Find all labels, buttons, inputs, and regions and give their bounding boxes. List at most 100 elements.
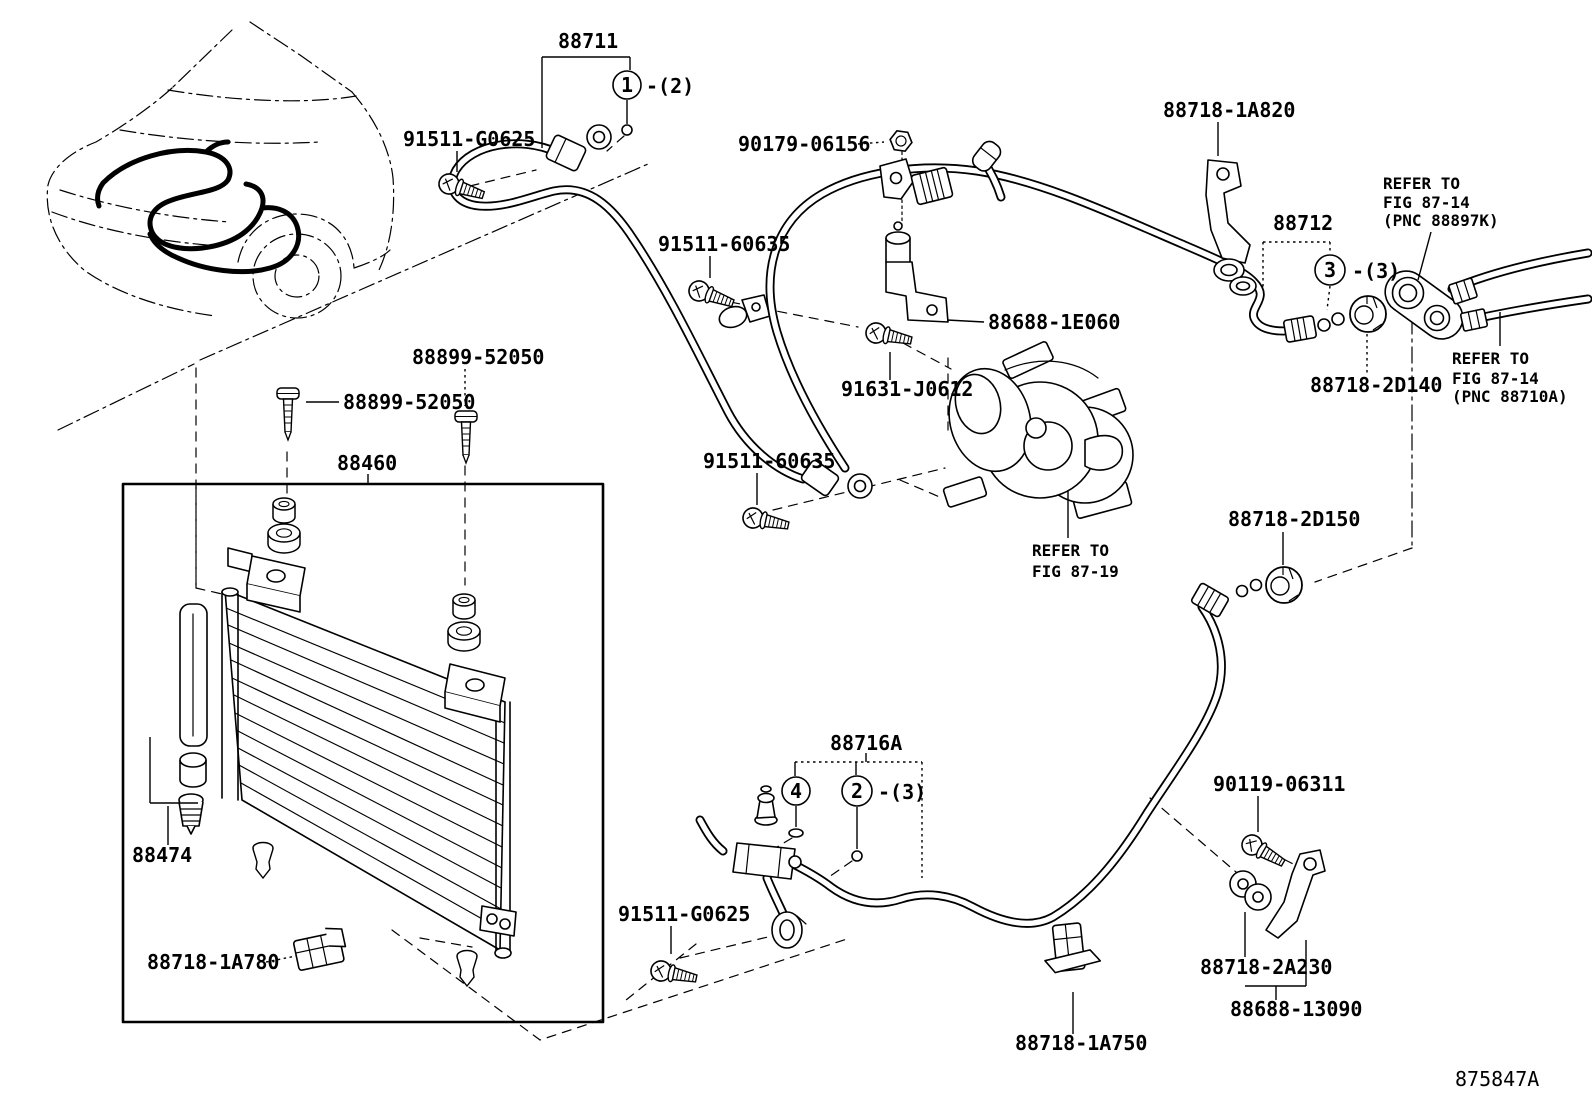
bolt-90119-06311 [1237, 830, 1289, 873]
cushion-cap-left [272, 497, 296, 524]
callout-91511-60635-lower: 91511-60635 [703, 449, 835, 473]
callout-88718-1a750: 88718-1A750 [1015, 1031, 1147, 1055]
bolt-91511-60635-lower [740, 505, 792, 537]
callout-91511-60635-upper: 91511-60635 [658, 232, 790, 256]
callout-88716a: 88716A [830, 731, 902, 755]
note-fig87-19: REFER TO FIG 87-19 [1032, 541, 1119, 581]
discharge-hose-88711 [452, 124, 873, 499]
note-k-line1: REFER TO [1383, 174, 1460, 193]
callout-88718-2d150: 88718-2D150 [1228, 507, 1360, 531]
bolt-91631-j0612 [863, 320, 915, 352]
condenser-detail-box [121, 482, 605, 1024]
mount-bracket-left [246, 555, 306, 613]
badge-2-number: 2 [851, 779, 863, 803]
badge-4: 4 [781, 776, 811, 806]
callout-88718-2d140: 88718-2D140 [1310, 373, 1442, 397]
callout-88899-52050-right: 88899-52050 [412, 345, 544, 369]
badge-3-number: 3 [1324, 258, 1336, 282]
badge-4-number: 4 [790, 779, 802, 803]
callout-91511-g0625-bottom: 91511-G0625 [618, 902, 750, 926]
callout-90179-06156: 90179-06156 [738, 132, 870, 156]
o-ring-4 [788, 828, 804, 838]
clamp-2a230-cluster [1229, 849, 1326, 939]
pipe-collar-clamp [771, 911, 807, 949]
callout-88688-13090: 88688-13090 [1230, 997, 1362, 1021]
o-ring-2 [851, 850, 863, 862]
badge-3: 3 -(3) [1314, 254, 1400, 286]
leader-lines [265, 56, 1501, 1034]
pipe-clamp-tab [879, 158, 914, 200]
corner-bracket [227, 547, 253, 573]
hose-top-fitting [545, 134, 587, 172]
callout-88718-1a820: 88718-1A820 [1163, 98, 1295, 122]
callout-91511-g0625-top: 91511-G0625 [403, 127, 535, 151]
o-ring-5a [1235, 584, 1249, 598]
stud-88899-left [276, 387, 300, 441]
bracket-1a820 [1205, 159, 1257, 296]
part-callouts: 88711 91511-G0625 90179-06156 88718-1A82… [132, 29, 1442, 1055]
quantity-badges: 1 -(2) 3 -(3) 4 2 -(3) [612, 70, 1400, 807]
note-fig87-14-pnc88897k: REFER TO FIG 87-14 (PNC 88897K) [1383, 174, 1499, 230]
pipe-end-fitting [1282, 315, 1318, 343]
callout-88899-52050-left: 88899-52050 [343, 390, 475, 414]
badge-2: 2 -(3) [841, 775, 926, 807]
service-valve-88716a [732, 785, 802, 880]
car-body-outline [46, 21, 395, 319]
cushion-cap-right [452, 593, 476, 620]
sensor-body [885, 221, 911, 269]
note-a-line1: REFER TO [1452, 349, 1529, 368]
clamp-1a780 [292, 927, 347, 971]
hose-end-fitting [800, 459, 840, 497]
condenser-pin-left [252, 841, 274, 879]
note-fig87-14-pnc88710a: REFER TO FIG 87-14 (PNC 88710A) [1452, 349, 1568, 406]
joint-flange [1384, 270, 1464, 340]
bracket-1e060-assembly [885, 221, 949, 323]
cushion-ring-right [447, 621, 481, 652]
condenser-core [179, 547, 517, 987]
note-a-line2: FIG 87-14 [1452, 369, 1539, 388]
reference-notes: REFER TO FIG 87-14 (PNC 88897K) REFER TO… [1032, 174, 1568, 581]
o-ring-3b [1331, 312, 1345, 326]
condenser-assembly [121, 387, 605, 1024]
badge-1: 1 -(2) [612, 70, 694, 100]
note-19-line2: FIG 87-19 [1032, 562, 1119, 581]
o-ring-1 [621, 124, 633, 136]
note-k-line2: FIG 87-14 [1383, 193, 1470, 212]
l-bracket [885, 261, 949, 323]
badge-1-qty: -(2) [646, 74, 694, 98]
callout-88460: 88460 [337, 451, 397, 475]
grommet-2d140 [1349, 295, 1387, 333]
badge-1-number: 1 [621, 73, 633, 97]
callout-88718-2a230: 88718-2A230 [1200, 955, 1332, 979]
vehicle-sketch [46, 21, 395, 319]
liquid-pipe-fitting [1190, 582, 1230, 618]
callout-88711: 88711 [558, 29, 618, 53]
callout-88712: 88712 [1273, 211, 1333, 235]
cushion-ring-left [267, 523, 301, 554]
hose-coupler-1 [1448, 277, 1478, 305]
note-k-line3: (PNC 88897K) [1383, 211, 1499, 230]
callout-90119-06311: 90119-06311 [1213, 772, 1345, 796]
left-tank-cap [221, 587, 239, 597]
suction-pipe-assembly [770, 140, 1588, 468]
right-tank-cap [494, 947, 512, 959]
callout-88474: 88474 [132, 843, 192, 867]
badge-3-qty: -(3) [1352, 259, 1400, 283]
bolt-91511-g0625-bottom [648, 958, 700, 990]
callout-91631-j0612: 91631-J0612 [841, 377, 973, 401]
note-19-line1: REFER TO [1032, 541, 1109, 560]
compressor [942, 340, 1134, 519]
o-ring-5b [1249, 578, 1263, 592]
badge-2-qty: -(3) [878, 780, 926, 804]
o-ring-3a [1317, 318, 1331, 332]
grommet-2d150 [1265, 566, 1303, 604]
stud-88899-right [454, 410, 478, 464]
note-a-line3: (PNC 88710A) [1452, 387, 1568, 406]
left-tank [221, 591, 239, 801]
fasteners [435, 129, 1289, 990]
lower-bracket [479, 905, 517, 937]
mount-bracket-right [444, 663, 506, 723]
highlighted-piping-route [95, 139, 301, 275]
